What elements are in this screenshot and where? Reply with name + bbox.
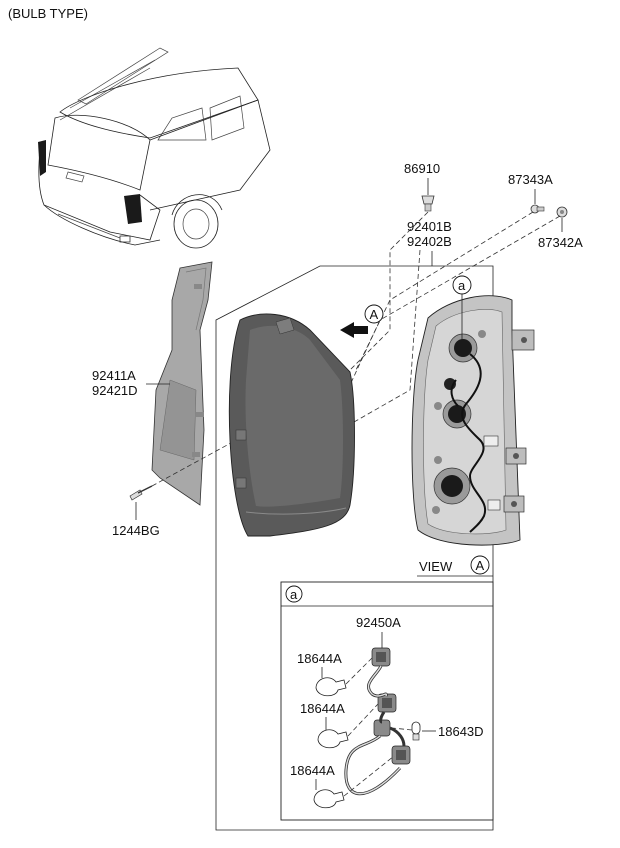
view-a-circle-letter: A [476, 558, 485, 573]
detail-box-a-marker [285, 585, 303, 603]
part-label-18644A-3: 18644A [290, 763, 335, 778]
part-label-92450A: 92450A [356, 615, 401, 630]
screw-1244BG [129, 485, 153, 501]
part-label-86910: 86910 [404, 161, 440, 176]
detail-box-a-letter: a [290, 587, 298, 602]
wiring-harness-92450A [344, 647, 411, 796]
part-label-18644A-2: 18644A [300, 701, 345, 716]
bulb-18644A-3 [313, 789, 345, 809]
part-label-92402B: 92402B [407, 234, 452, 249]
clip-86910 [421, 195, 435, 212]
view-direction-arrow: A [340, 304, 384, 338]
part-label-92411A: 92411A [92, 368, 136, 383]
part-label-92401B: 92401B [407, 219, 452, 234]
part-label-18644A-1: 18644A [297, 651, 342, 666]
bulb-18643D [411, 721, 421, 741]
detail-a-marker-letter: a [458, 278, 466, 293]
bulb-18644A-2 [317, 729, 349, 749]
view-a-label: VIEW [419, 559, 453, 574]
tail-lamp-lens [228, 313, 355, 537]
part-label-92421D: 92421D [92, 383, 138, 398]
lamp-housing-rear-view [411, 295, 535, 546]
garnish-panel [151, 261, 213, 506]
diagram-header: (BULB TYPE) [8, 6, 88, 21]
part-label-87343A: 87343A [508, 172, 553, 187]
part-label-18643D: 18643D [438, 724, 484, 739]
bulb-18644A-1 [315, 677, 347, 697]
vehicle-rear-illustration [38, 47, 271, 249]
view-a-circle [470, 555, 490, 575]
assembly-frame [215, 265, 494, 831]
part-label-1244BG: 1244BG [112, 523, 160, 538]
arrow-a-marker: A [370, 307, 379, 322]
nut-87343A [530, 204, 545, 214]
grommet-87342A [556, 206, 568, 218]
part-label-87342A: 87342A [538, 235, 583, 250]
